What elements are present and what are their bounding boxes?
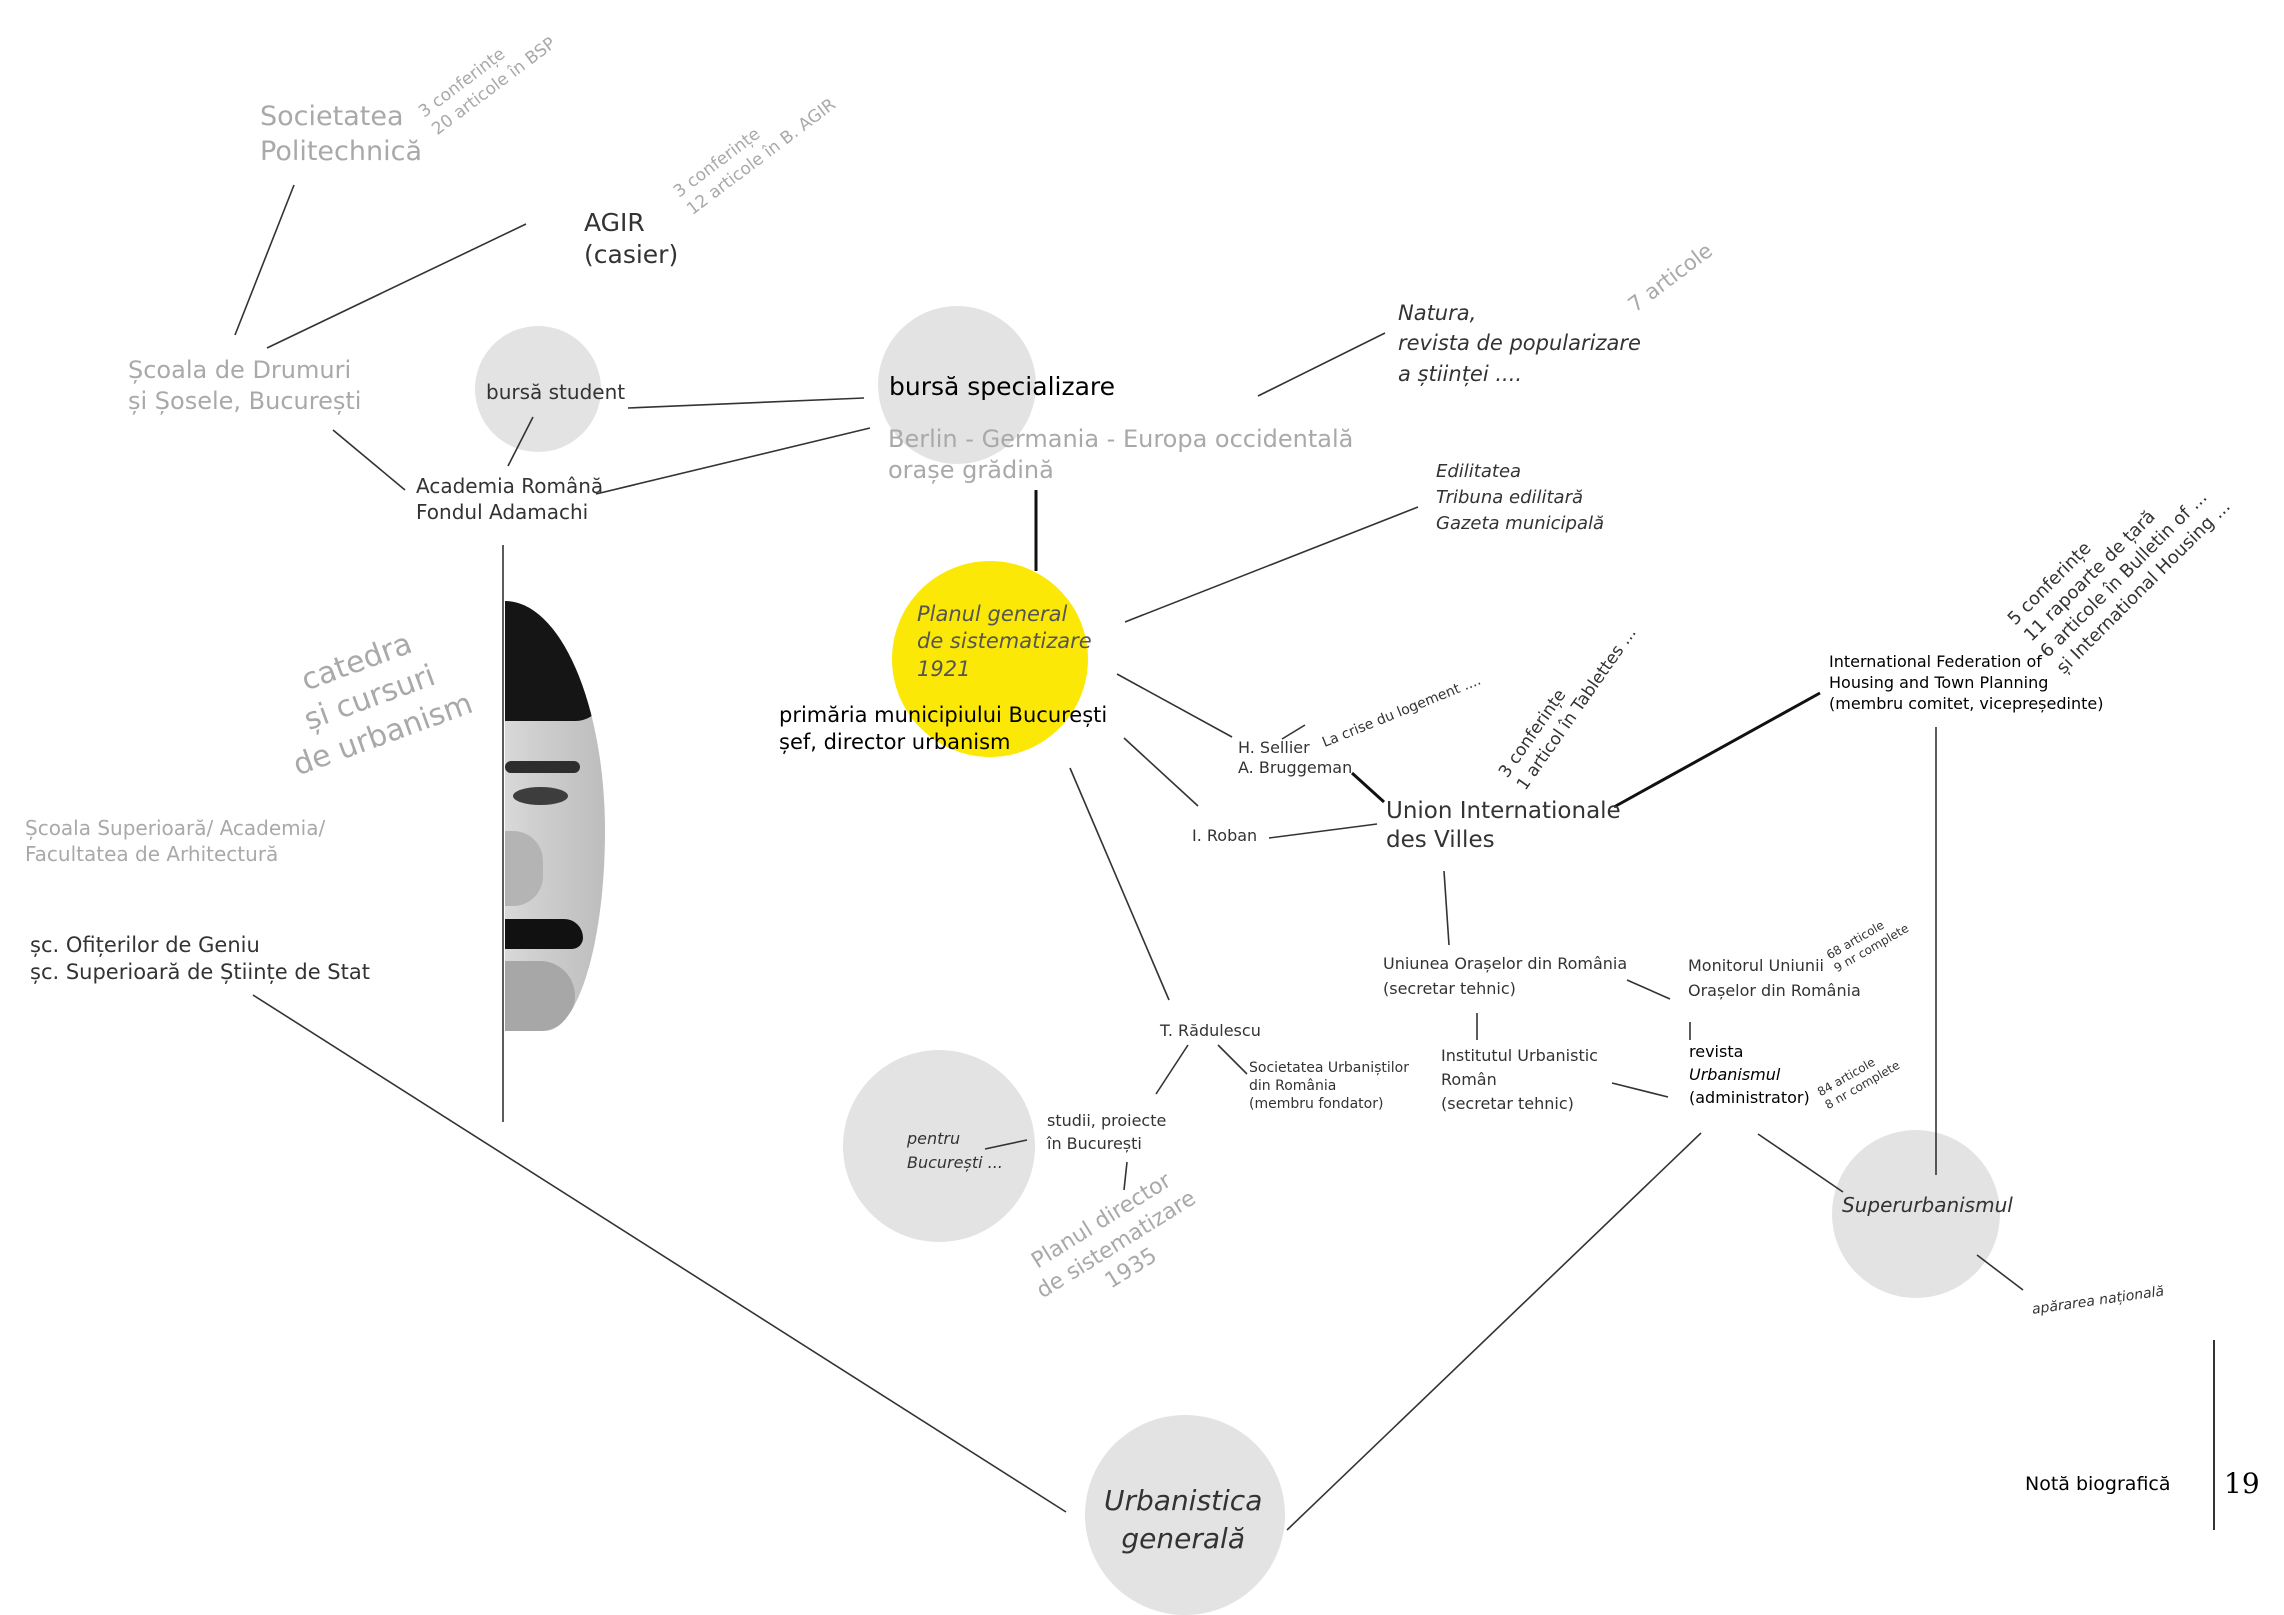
line-revista-urbanistica [1286,1132,1702,1531]
scoala-drumuri: Școala de Drumuri și Șosele, București [128,356,362,415]
urbanistica-generala: Urbanistica generală [1104,1484,1263,1555]
circle-bursa-student [475,326,601,452]
pentru-bucuresti: pentru București ... [907,1129,1003,1172]
union-internationale-des-villes: Union Internationale des Villes [1386,798,1621,854]
page-number: 19 [2224,1467,2260,1500]
line-revista-superurbanismul [1757,1133,1844,1193]
sellier-bruggeman: H. Sellier A. Bruggeman [1238,738,1353,778]
line-institutul-revista [1611,1082,1669,1098]
line-uiv-ifhtp [1613,691,1821,809]
monitorul-uniunii: Monitorul Uniunii Orașelor din România [1688,956,1861,1000]
revista-role: (administrator) [1689,1088,1810,1108]
line-uniunea-monitorul [1626,979,1671,1000]
institutul-urbanistic: Institutul Urbanistic Român (secretar te… [1441,1046,1598,1113]
superurbanismul: Superurbanismul [1842,1193,2013,1217]
line-planul-sellier [1116,673,1233,738]
studii-proiecte: studii, proiecte în București [1047,1111,1167,1154]
edilitatea-reviste: Edilitatea Tribuna edilitară Gazeta muni… [1436,461,1605,535]
berlin-germania: Berlin - Germania - Europa occidentală o… [888,425,1354,484]
natura-revista: Natura, revista de popularizare a științ… [1398,301,1641,386]
line-politechnica-drumuri [234,184,295,336]
biographical-network-diagram: Societatea Politechnică 3 conferințe 20 … [25,33,2260,1615]
circle-planul-general [892,561,1088,757]
line-academia-berlin [595,427,871,495]
line-student-specializare [627,397,865,409]
connector-lines [234,184,2024,1531]
revista-title: Urbanismul [1689,1065,1781,1085]
revista-urbanismul: revista Urbanismul (administrator) [1689,1040,1810,1110]
bursa-specializare: bursă specializare [889,372,1116,401]
page-divider [2213,1340,2215,1530]
international-federation-housing: International Federation of Housing and … [1829,652,2104,713]
line-superurbanismul-apararea [1976,1254,2024,1291]
line-planul-edilitatea [1124,506,1419,623]
circle-superurbanismul [1832,1130,2000,1298]
bursa-student: bursă student [486,380,626,404]
scoli-stat: șc. Ofițerilor de Geniu șc. Superioară d… [30,933,370,984]
primaria-bucuresti: primăria municipiului București șef, dir… [779,703,1108,754]
line-studii-planuldirector [1123,1161,1128,1191]
t-radulescu: T. Rădulescu [1160,1021,1261,1040]
circle-pentru-bucuresti [843,1050,1035,1242]
footer-label: Notă biografică [2025,1473,2171,1495]
societatea-urbanistilor: Societatea Urbaniștilor din România (mem… [1249,1060,1409,1112]
line-radulescu-studii [1155,1044,1189,1095]
societatea-politechnica: Societatea Politechnică [260,101,422,167]
line-planul-radulescu [1069,767,1170,1001]
line-pentru-studii [984,1139,1028,1150]
line-radulescu-societatea [1217,1044,1248,1075]
scoala-superioara: Școala Superioară/ Academia/ Facultatea … [25,816,326,866]
uniunea-oraselor: Uniunea Orașelor din România (secretar t… [1383,954,1628,998]
line-roban-uiv [1268,823,1378,839]
planul-general-1921: Planul general de sistematizare 1921 [917,602,1092,681]
circle-bursa-specializare [878,306,1036,464]
line-drumuri-academia [332,429,406,491]
revista-prefix: revista [1689,1042,1744,1061]
line-agir-drumuri [266,223,527,349]
line-sellier-uiv [1350,771,1386,804]
line-natura [1257,332,1386,397]
line-scoli-urbanistica [252,994,1067,1513]
line-student-academia [507,416,534,467]
line-uiv-uniunea [1443,870,1450,946]
i-roban: I. Roban [1192,826,1258,845]
agir: AGIR (casier) [584,208,679,269]
academia-romana: Academia Română Fondul Adamachi [416,474,604,524]
line-sellier-lacrise [1281,724,1306,740]
line-planul-roban [1123,737,1199,807]
